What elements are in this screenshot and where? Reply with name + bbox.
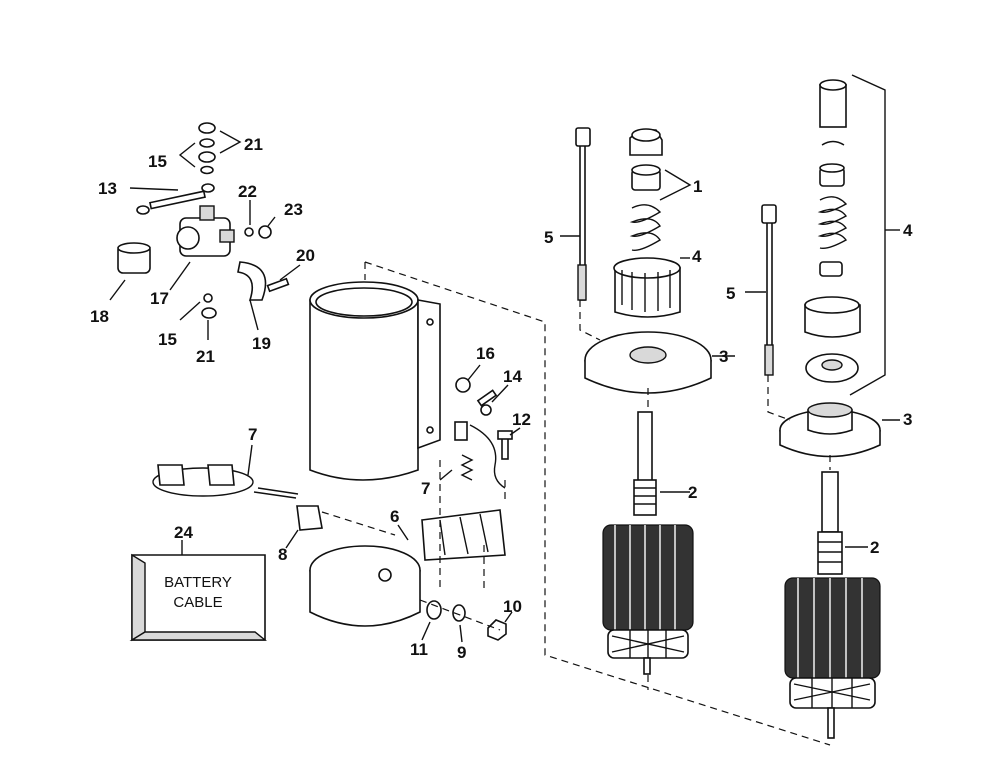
callout-20: 20: [296, 246, 315, 265]
callout-6: 6: [390, 507, 399, 526]
callout-12: 12: [512, 410, 531, 429]
field-frame-housing: [309, 281, 441, 481]
callout-3-left: 3: [719, 347, 728, 366]
callout-labels: 21 15 13 22 23 20 18 17 15 21 19 16 14 1…: [90, 135, 913, 662]
callout-4-left: 4: [692, 247, 702, 266]
drive-assembly-a: [575, 127, 712, 675]
callout-4-right: 4: [903, 221, 913, 240]
callout-2-left: 2: [688, 483, 697, 502]
brush-holder-ring: [152, 464, 299, 499]
callout-15-bottom: 15: [158, 330, 177, 349]
callout-7-right: 7: [421, 479, 430, 498]
assembly-dashed-lines: [321, 261, 831, 746]
callout-1: 1: [693, 177, 702, 196]
callout-18: 18: [90, 307, 109, 326]
callout-19: 19: [252, 334, 271, 353]
callout-24: 24: [174, 523, 193, 542]
callout-2-right: 2: [870, 538, 879, 557]
callout-14: 14: [503, 367, 522, 386]
callout-10: 10: [503, 597, 522, 616]
battery-cable-box: BATTERY CABLE: [129, 553, 267, 642]
battery-box-line1: BATTERY: [164, 574, 232, 591]
callout-8: 8: [278, 545, 287, 564]
callout-17: 17: [150, 289, 169, 308]
callout-13: 13: [98, 179, 117, 198]
end-cap: [309, 509, 506, 627]
callout-16: 16: [476, 344, 495, 363]
callout-21-top: 21: [244, 135, 263, 154]
solenoid-assembly: [117, 122, 290, 319]
callout-5-left: 5: [544, 228, 553, 247]
battery-box-line2: CABLE: [173, 594, 222, 611]
callout-5-right: 5: [726, 284, 735, 303]
callout-11: 11: [410, 640, 428, 659]
callout-22: 22: [238, 182, 257, 201]
bracket-8: [296, 505, 323, 531]
bolt-12: [501, 436, 509, 460]
callout-9: 9: [457, 643, 466, 662]
callout-23: 23: [284, 200, 303, 219]
callout-15-top: 15: [148, 152, 167, 171]
bolt-14: [476, 389, 498, 407]
callout-3-right: 3: [903, 410, 912, 429]
callout-7-left: 7: [248, 425, 257, 444]
leader-lines: [109, 74, 900, 643]
washer-16: [455, 377, 471, 393]
drive-assembly-b: [761, 79, 881, 739]
callout-21-bottom: 21: [196, 347, 215, 366]
